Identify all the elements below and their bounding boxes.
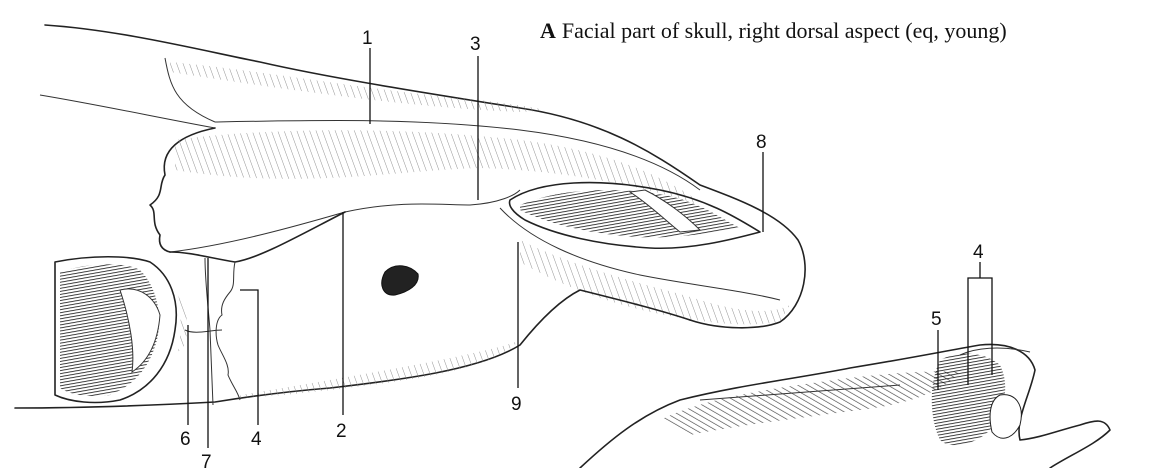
nasal-aperture (55, 257, 187, 403)
label-4-left: 4 (251, 429, 262, 450)
label-8: 8 (756, 132, 767, 153)
label-6: 6 (180, 429, 191, 450)
label-3: 3 (470, 34, 481, 55)
label-4-right: 4 (973, 242, 984, 263)
label-2: 2 (336, 421, 347, 442)
label-5: 5 (931, 309, 942, 330)
label-9: 9 (511, 394, 522, 415)
label-7: 7 (201, 452, 212, 468)
nasal-bone-outline (40, 25, 805, 328)
sutures (185, 258, 240, 405)
label-1: 1 (362, 28, 373, 49)
cranium-fragment (580, 344, 1110, 468)
